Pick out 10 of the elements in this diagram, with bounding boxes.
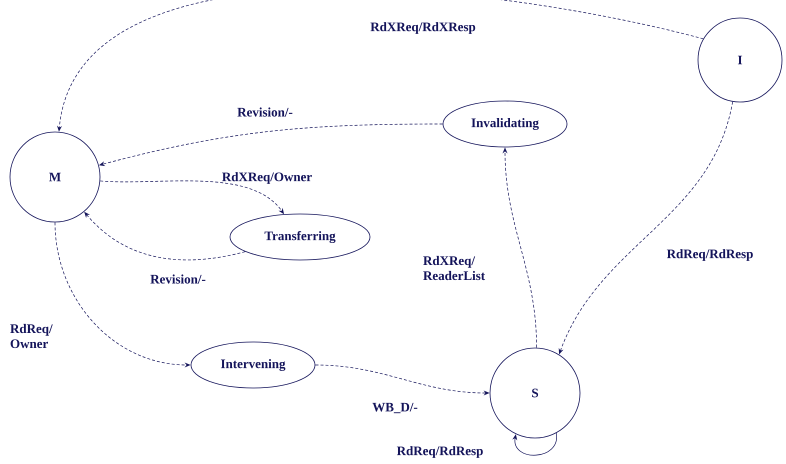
edge-label: RdXReq/Owner (222, 172, 312, 184)
edge-label: Revision/- (237, 107, 292, 117)
edge-label: Revision/- (150, 274, 206, 284)
edge-label: RdReq/RdResp (666, 249, 753, 261)
edge-label: RdReq/ Owner (10, 324, 53, 348)
edge-label: RdXReq/ ReaderList (423, 256, 486, 280)
arrow (512, 432, 557, 456)
edge-label: WB_D/- (372, 402, 418, 414)
edge-label: RdReq/RdResp (396, 446, 483, 458)
edge-label: RdXReq/RdXResp (370, 22, 476, 34)
